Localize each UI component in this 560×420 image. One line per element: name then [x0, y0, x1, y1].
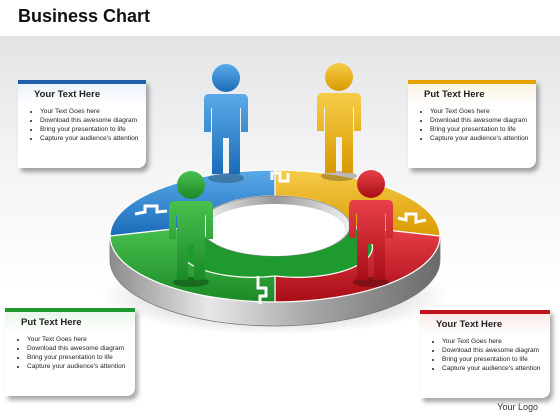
text-card-bottom-right: Your Text Here Your Text Goes here Downl…: [420, 310, 550, 398]
card-bullet-list: Your Text Goes here Download this awesom…: [408, 105, 536, 143]
card-accent-bar: [18, 80, 146, 84]
puzzle-joint-yellow-red: [397, 212, 427, 224]
puzzle-joint-blue-yellow: [270, 171, 290, 183]
text-card-top-left: Your Text Here Your Text Goes here Downl…: [18, 80, 146, 168]
bullet-item: Download this awesome diagram: [430, 116, 532, 125]
bullet-item: Your Text Goes here: [442, 337, 546, 346]
bullet-item: Your Text Goes here: [40, 107, 142, 116]
card-heading: Put Text Here: [5, 312, 135, 333]
bullet-item: Your Text Goes here: [27, 335, 131, 344]
text-card-bottom-left: Put Text Here Your Text Goes here Downlo…: [5, 308, 135, 396]
card-heading: Your Text Here: [18, 84, 146, 105]
card-accent-bar: [408, 80, 536, 84]
person-yellow-icon: [317, 63, 361, 181]
slide-title: Business Chart: [18, 6, 151, 26]
card-accent-bar: [5, 308, 135, 312]
card-accent-bar: [420, 310, 550, 314]
bullet-item: Download this awesome diagram: [40, 116, 142, 125]
ring-hole: [205, 204, 345, 256]
bullet-item: Capture your audience's attention: [40, 134, 142, 143]
bullet-item: Bring your presentation to life: [442, 355, 546, 364]
bullet-item: Your Text Goes here: [430, 107, 532, 116]
person-green-icon: [169, 171, 213, 287]
bullet-item: Download this awesome diagram: [442, 346, 546, 355]
bullet-item: Capture your audience's attention: [430, 134, 532, 143]
logo-text: Your Logo: [497, 402, 538, 412]
puzzle-joint-blue-green: [134, 204, 168, 216]
text-card-top-right: Put Text Here Your Text Goes here Downlo…: [408, 80, 536, 168]
ring-segment-red: [274, 225, 441, 303]
card-heading: Your Text Here: [420, 314, 550, 335]
bullet-item: Bring your presentation to life: [40, 125, 142, 134]
card-bullet-list: Your Text Goes here Download this awesom…: [420, 335, 550, 373]
bullet-item: Capture your audience's attention: [442, 364, 546, 373]
person-red-icon: [349, 170, 393, 287]
bullet-item: Bring your presentation to life: [430, 125, 532, 134]
puzzle-joint-green-red: [256, 276, 268, 304]
bullet-item: Bring your presentation to life: [27, 353, 131, 362]
bullet-item: Download this awesome diagram: [27, 344, 131, 353]
bullet-item: Capture your audience's attention: [27, 362, 131, 371]
card-bullet-list: Your Text Goes here Download this awesom…: [5, 333, 135, 371]
card-heading: Put Text Here: [408, 84, 536, 105]
person-blue-icon: [204, 64, 248, 183]
card-bullet-list: Your Text Goes here Download this awesom…: [18, 105, 146, 143]
